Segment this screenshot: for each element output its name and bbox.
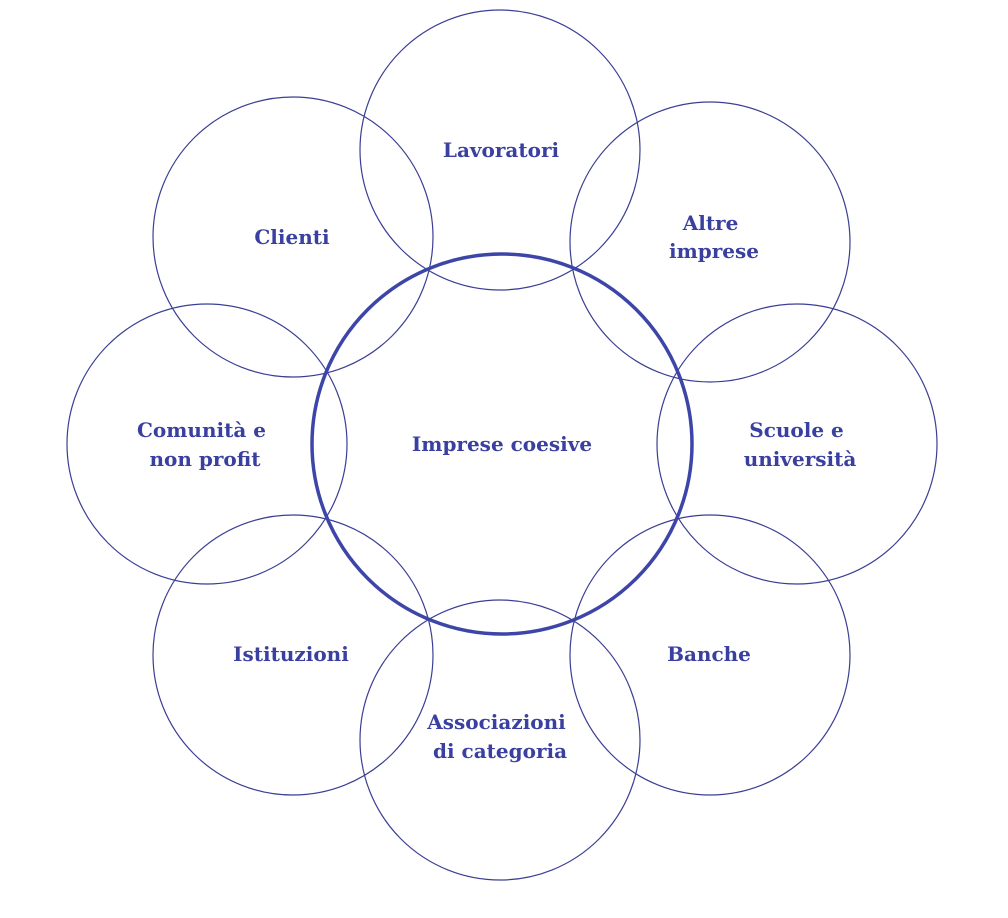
label-altre-imprese: Altre imprese	[669, 211, 759, 263]
label-scuole: Scuole e università	[744, 418, 857, 471]
circle-associazioni	[359, 599, 641, 881]
label-istituzioni: Istituzioni	[233, 642, 349, 666]
label-imprese-coesive: Imprese coesive	[412, 432, 592, 456]
label-associazioni: Associazioni di categoria	[426, 710, 573, 763]
label-banche: Banche	[667, 642, 751, 666]
circle-altre-imprese	[569, 101, 851, 383]
label-comunita: Comunità e non profit	[137, 418, 273, 471]
label-lavoratori: Lavoratori	[443, 138, 560, 162]
circle-imprese-coesive	[310, 252, 694, 636]
circle-istituzioni	[152, 514, 434, 796]
circle-banche	[569, 514, 851, 796]
circle-clienti	[152, 96, 434, 378]
circle-comunita	[66, 303, 348, 585]
circle-scuole	[656, 303, 938, 585]
circle-lavoratori	[359, 9, 641, 291]
label-clienti: Clienti	[254, 225, 330, 249]
